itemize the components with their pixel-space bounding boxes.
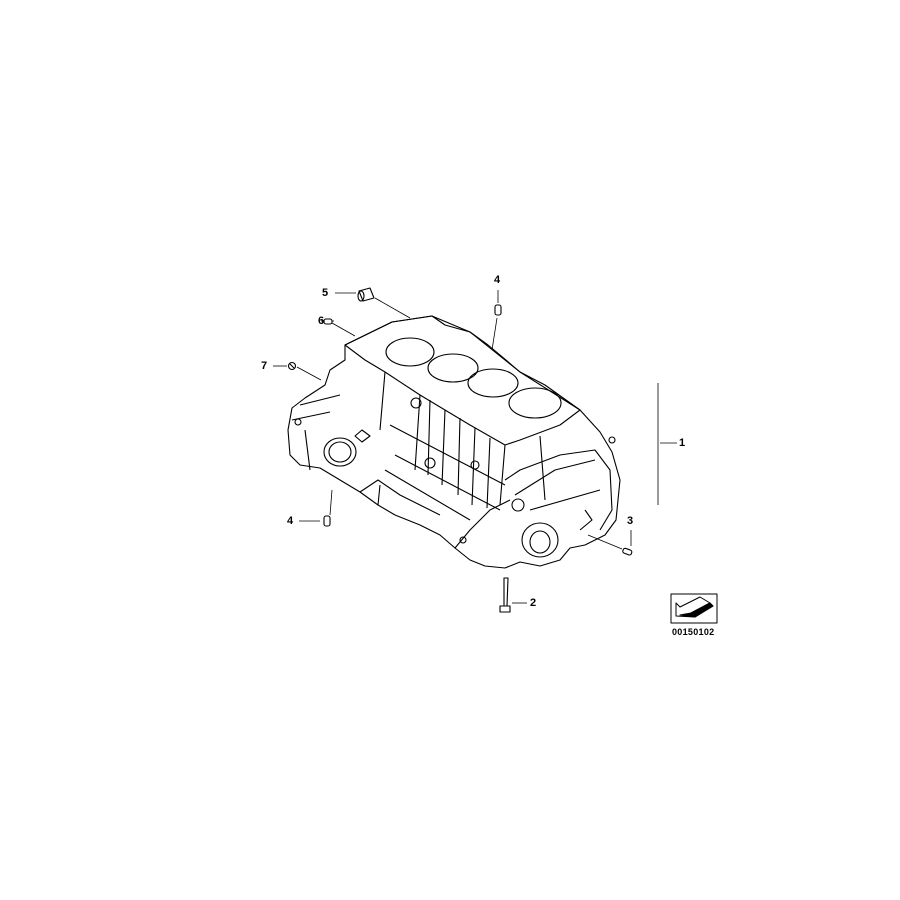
callout-5[interactable]: 5 xyxy=(322,287,329,299)
plug-part-7 xyxy=(287,361,297,371)
arrow-left-down-icon xyxy=(670,593,718,624)
cylinder-bore-2 xyxy=(427,353,479,383)
callout-6[interactable]: 6 xyxy=(318,315,325,327)
pin-part-6 xyxy=(323,318,333,325)
callout-1[interactable]: 1 xyxy=(679,437,686,449)
callout-4-top[interactable]: 4 xyxy=(494,274,501,286)
cylinder-bore-1 xyxy=(385,337,435,367)
figure-code: 00150102 xyxy=(672,627,715,637)
callout-3[interactable]: 3 xyxy=(627,515,634,527)
dowel-part-4-bottom xyxy=(323,515,331,527)
callout-2[interactable]: 2 xyxy=(530,597,537,609)
bolt-part-2 xyxy=(499,577,511,613)
cylinder-bore-3 xyxy=(467,368,519,398)
callout-4-bottom[interactable]: 4 xyxy=(287,515,294,527)
engine-block xyxy=(287,315,621,569)
sleeve-part-5 xyxy=(357,287,375,302)
pin-part-3 xyxy=(622,547,633,556)
dowel-part-4-top xyxy=(494,304,502,316)
callout-7[interactable]: 7 xyxy=(261,360,268,372)
cylinder-bore-4 xyxy=(508,387,562,419)
